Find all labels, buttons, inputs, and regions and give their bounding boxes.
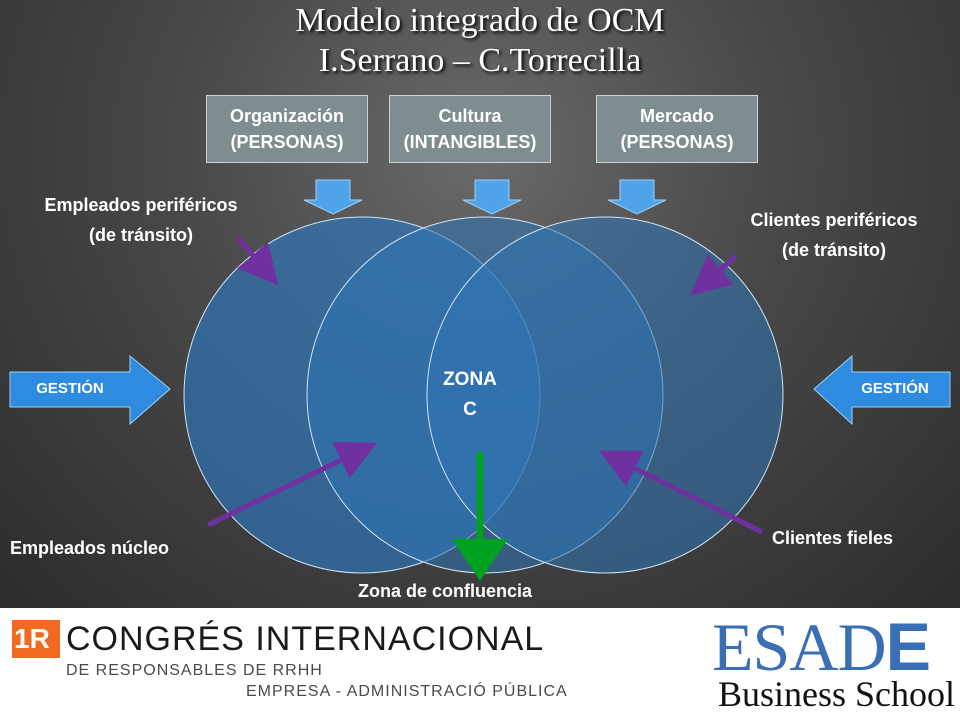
congres-logo-badge bbox=[12, 620, 60, 658]
gestion-left-label: GESTIÓN bbox=[36, 380, 104, 397]
venn-diagram bbox=[9, 179, 951, 581]
zona-c-line2: C bbox=[463, 399, 477, 420]
arrow-empleados-nucleo bbox=[206, 442, 377, 528]
esade-logo-e: E bbox=[885, 609, 931, 685]
box-organizacion-line1: Organización bbox=[229, 106, 345, 126]
box-organizacion-line2: (PERSONAS) bbox=[230, 132, 344, 152]
box-cultura-line1: Cultura bbox=[438, 106, 502, 126]
box-mercado: Mercado (PERSONAS) bbox=[596, 95, 758, 163]
label-empleados-perifericos: Empleados periféricos (de tránsito) bbox=[0, 190, 282, 250]
zona-c-line1: ZONA bbox=[443, 369, 497, 390]
box-cultura: Cultura (INTANGIBLES) bbox=[389, 95, 551, 163]
label-clientes-perifericos-line1: Clientes periféricos bbox=[750, 210, 918, 230]
title-line-1: Modelo integrado de OCM bbox=[295, 2, 665, 39]
label-empleados-perifericos-line2: (de tránsito) bbox=[88, 225, 193, 245]
esade-logo-main: ESAD bbox=[712, 609, 887, 685]
down-arrow-center bbox=[462, 179, 522, 215]
congres-subtitle-2: EMPRESA - ADMINISTRACIÓ PÚBLICA bbox=[246, 683, 568, 700]
label-clientes-perifericos-line2: (de tránsito) bbox=[781, 240, 886, 260]
congres-subtitle-1: DE RESPONSABLES DE RRHH bbox=[66, 662, 323, 679]
arrow-clientes-fieles bbox=[599, 450, 764, 535]
business-school-label: Business School bbox=[718, 674, 956, 714]
box-mercado-line1: Mercado bbox=[639, 106, 715, 126]
zona-c-label: ZONA C bbox=[440, 365, 500, 425]
box-mercado-line2: (PERSONAS) bbox=[620, 132, 734, 152]
circle-mercado bbox=[426, 216, 784, 574]
gestion-arrow-left bbox=[9, 354, 171, 426]
box-organizacion: Organización (PERSONAS) bbox=[206, 95, 368, 163]
esade-logo: ESADE bbox=[712, 609, 931, 685]
arrow-empleados-perifericos bbox=[236, 236, 279, 286]
gestion-right-label: GESTIÓN bbox=[861, 380, 929, 397]
title-line-2: I.Serrano – C.Torrecilla bbox=[318, 42, 642, 79]
down-arrow-right bbox=[607, 179, 667, 215]
label-empleados-perifericos-line1: Empleados periféricos bbox=[44, 195, 238, 215]
down-arrow-left bbox=[303, 179, 363, 215]
gestion-arrow-right bbox=[813, 354, 951, 426]
label-zona-confluencia: Zona de confluencia bbox=[358, 581, 533, 601]
box-cultura-line2: (INTANGIBLES) bbox=[403, 132, 537, 152]
label-clientes-fieles: Clientes fieles bbox=[772, 528, 894, 548]
label-empleados-nucleo: Empleados núcleo bbox=[10, 538, 170, 558]
congres-title: CONGRÉS INTERNACIONAL bbox=[66, 620, 545, 658]
footer bbox=[0, 608, 960, 720]
arrow-clientes-perifericos bbox=[690, 254, 738, 296]
label-clientes-perifericos: Clientes periféricos (de tránsito) bbox=[712, 205, 956, 265]
congres-logo-text: 1R bbox=[14, 623, 50, 654]
